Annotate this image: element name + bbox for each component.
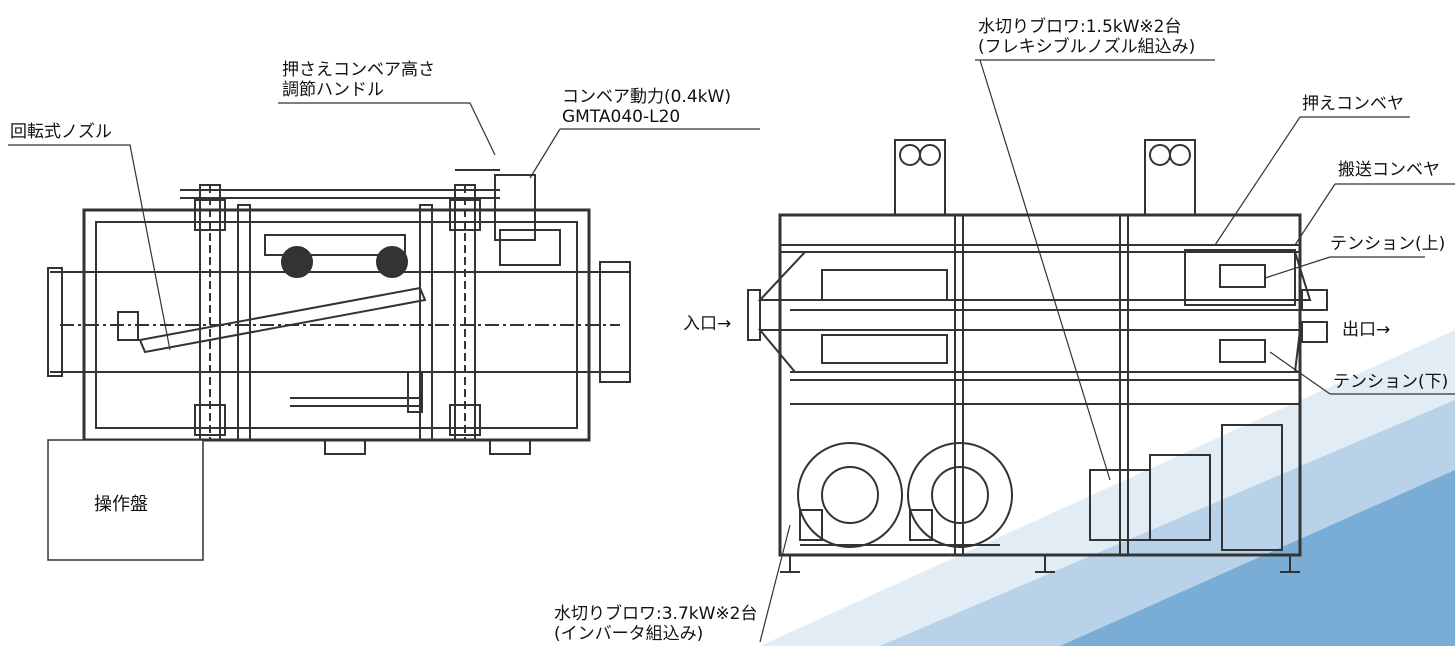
label-tension-lower: テンション(下) (1333, 372, 1449, 392)
left-leader-lines (8, 102, 760, 351)
left-plan-view (47, 169, 631, 455)
label-outlet: 出口→ (1342, 320, 1391, 340)
label-rotary-nozzle: 回転式ノズル (10, 122, 112, 142)
right-front-view (747, 139, 1328, 573)
control-panel-box (47, 439, 204, 561)
bg-stripe-dark (1060, 470, 1455, 646)
label-control-panel: 操作盤 (94, 494, 148, 515)
label-motor-line2: GMTA040-L20 (562, 107, 681, 127)
label-press-conveyor: 押えコンベヤ (1302, 94, 1404, 114)
label-press-height-line1: 押さえコンベア高さ (282, 60, 435, 80)
label-tension-upper: テンション(上) (1330, 234, 1446, 254)
label-blower-top-line2: (フレキシブルノズル組込み) (978, 37, 1196, 57)
label-blower-bottom-line1: 水切りブロワ:3.7kW※2台 (554, 604, 758, 624)
label-blower-bottom-line2: (インバータ組込み) (554, 624, 704, 644)
label-transport-conveyor: 搬送コンベヤ (1338, 160, 1440, 180)
label-blower-top-line1: 水切りブロワ:1.5kW※2台 (978, 17, 1182, 37)
right-leader-lines (759, 59, 1455, 643)
label-inlet: 入口→ (683, 314, 732, 334)
label-press-height-line2: 調節ハンドル (282, 80, 384, 100)
label-motor-line1: コンベア動力(0.4kW) (562, 87, 731, 107)
